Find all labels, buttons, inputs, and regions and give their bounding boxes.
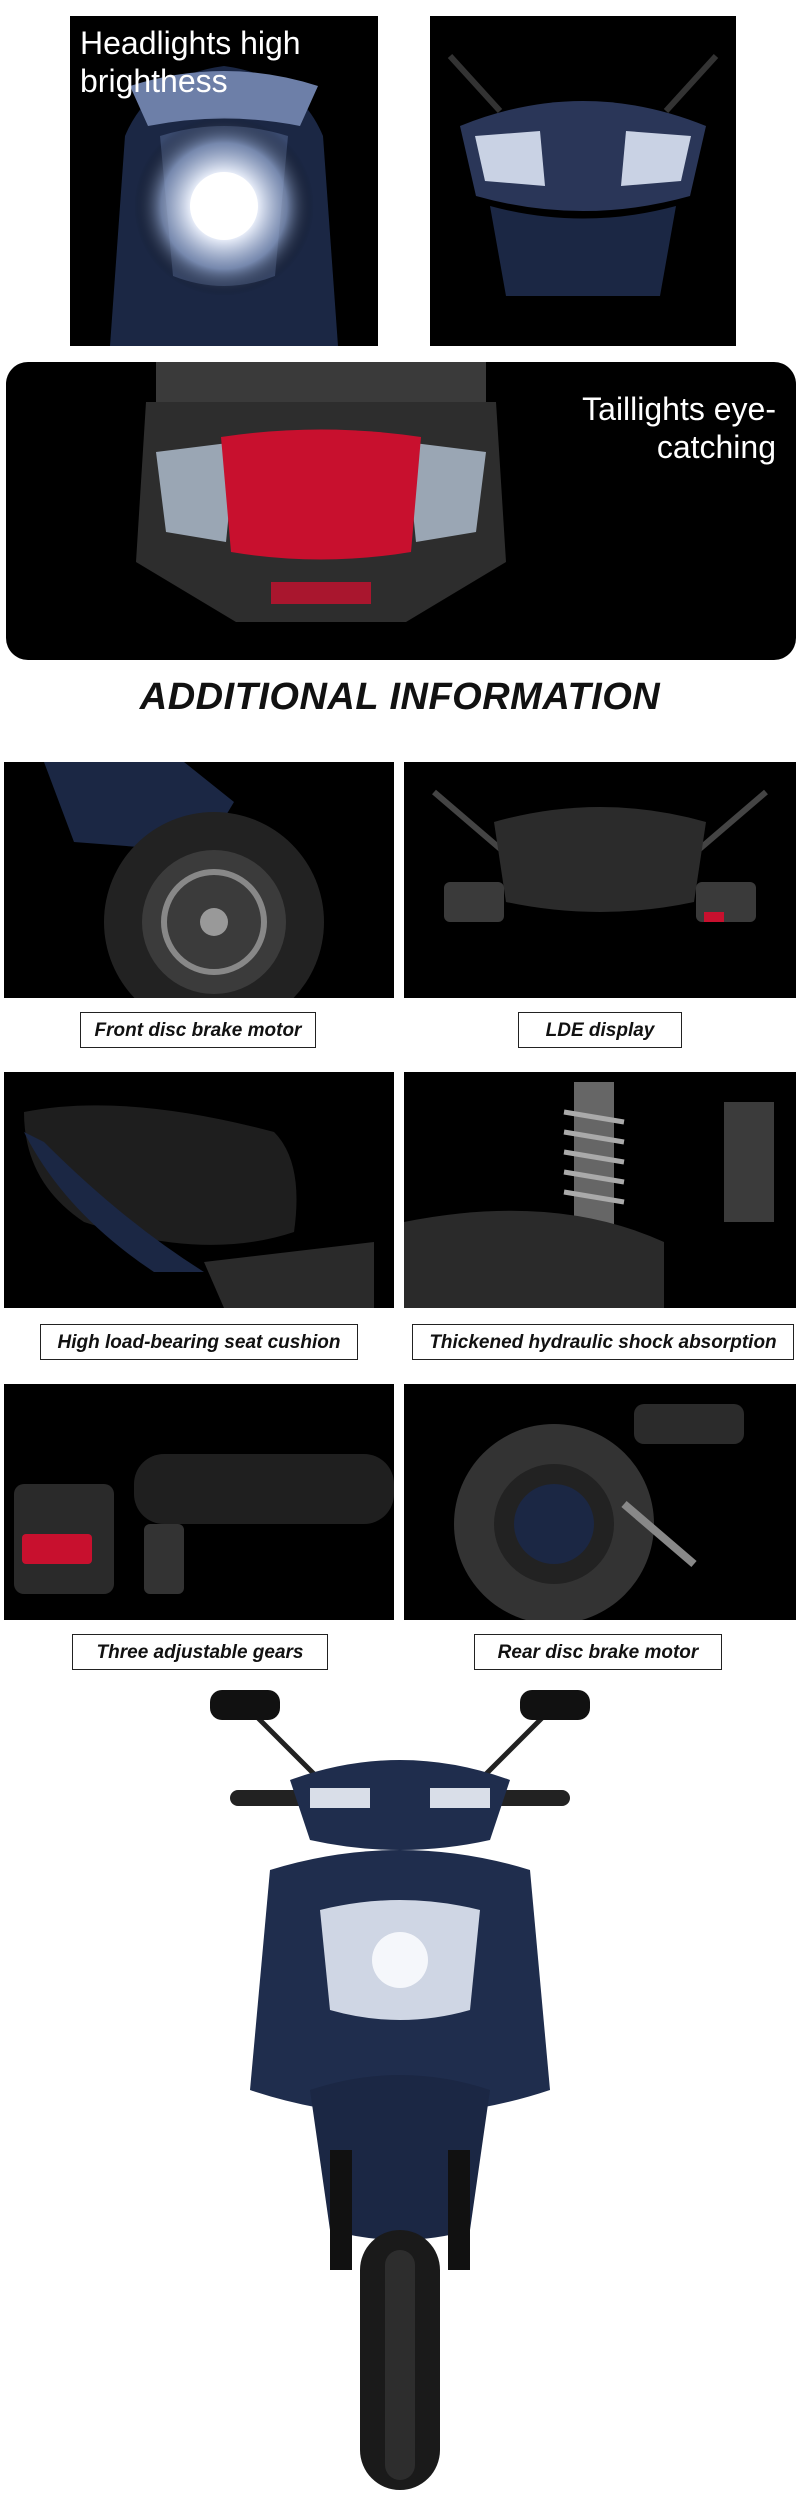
caption-front-disc-brake: Front disc brake motor: [80, 1012, 316, 1048]
scooter-illustration: [210, 1690, 590, 2490]
front-fairing-illustration: [447, 53, 719, 296]
section-title: ADDITIONAL INFORMATION: [139, 676, 661, 718]
seat-cushion-photo: [4, 1072, 394, 1308]
scooter-front-photo: [190, 1670, 610, 2500]
headlights-photo: Headlights high brighthess: [70, 16, 378, 346]
caption-three-gears: Three adjustable gears: [72, 1634, 328, 1670]
headlights-illustration: [110, 66, 338, 346]
gear-switch-illustration: [14, 1454, 394, 1594]
taillights-photo: Taillights eye-catching: [6, 362, 796, 660]
caption-hydraulic-shock: Thickened hydraulic shock absorption: [412, 1324, 794, 1360]
front-wheel-illustration: [44, 762, 324, 998]
lde-display-photo: [404, 762, 796, 998]
headlights-caption: Headlights high brighthess: [80, 25, 301, 99]
caption-lde-display: LDE display: [518, 1012, 682, 1048]
taillight-illustration: [136, 362, 506, 622]
caption-rear-disc-brake: Rear disc brake motor: [474, 1634, 722, 1670]
front-disc-brake-photo: [4, 762, 394, 998]
display-illustration: [432, 789, 768, 922]
shock-illustration: [404, 1082, 774, 1308]
rear-disc-brake-photo: [404, 1384, 796, 1620]
three-gears-photo: [4, 1384, 394, 1620]
taillights-caption: Taillights eye-catching: [582, 391, 776, 465]
hydraulic-shock-photo: [404, 1072, 796, 1308]
headlights-front-photo: [430, 16, 736, 346]
seat-illustration: [24, 1105, 374, 1308]
rear-wheel-illustration: [454, 1404, 744, 1620]
caption-seat-cushion: High load-bearing seat cushion: [40, 1324, 358, 1360]
